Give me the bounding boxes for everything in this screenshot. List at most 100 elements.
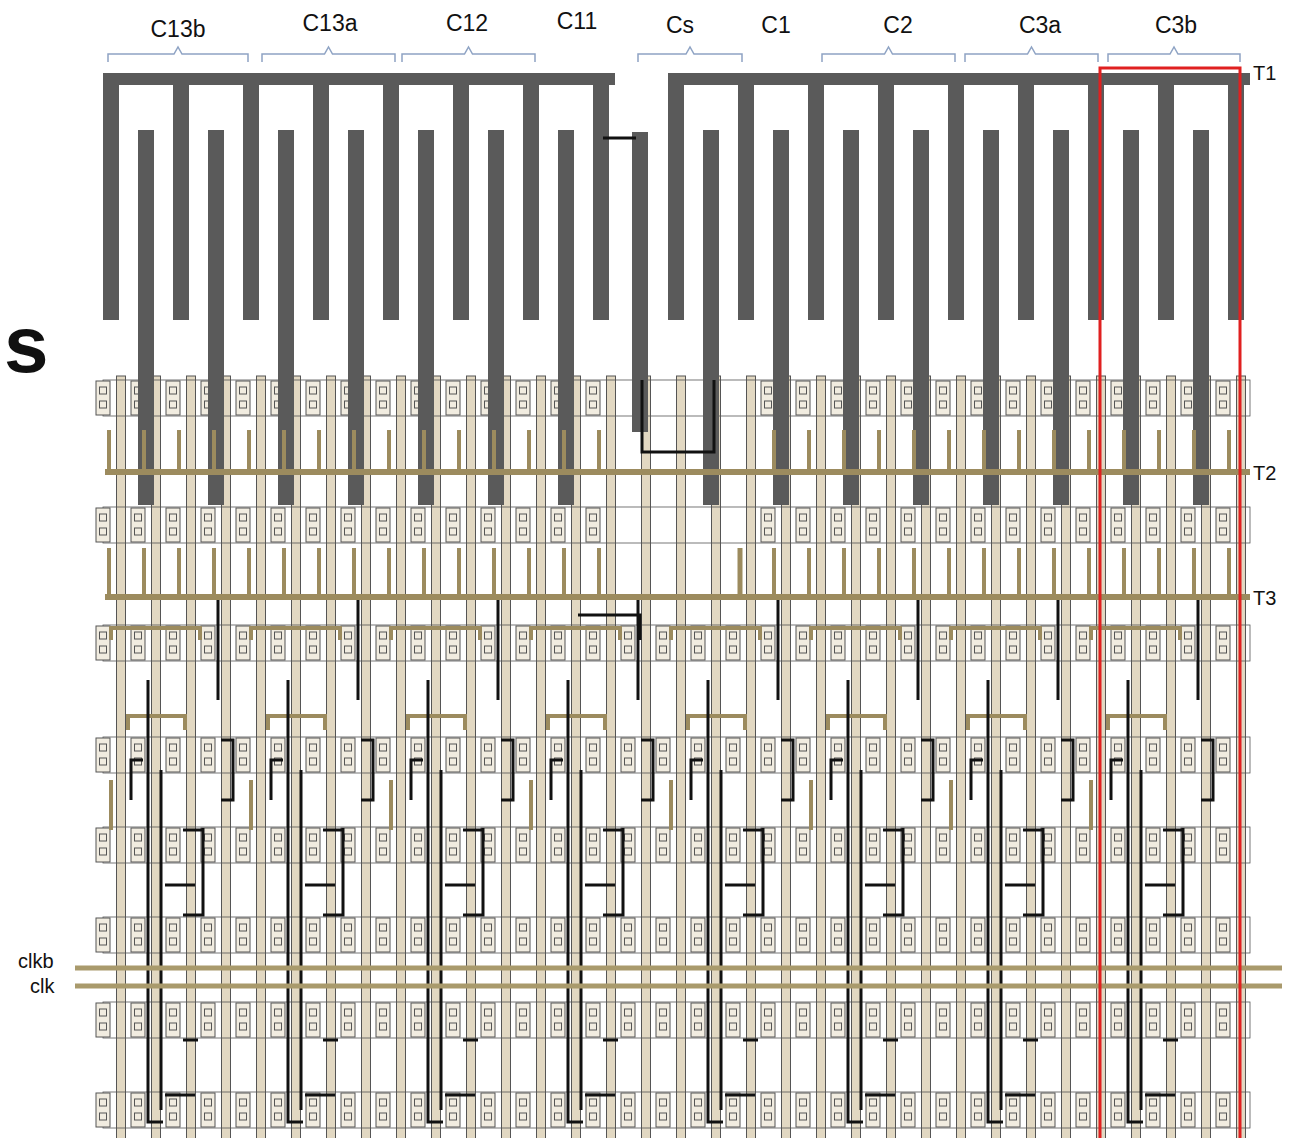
contact bbox=[376, 738, 390, 772]
contact bbox=[411, 626, 425, 660]
lower-finger bbox=[773, 130, 789, 505]
contact bbox=[271, 1093, 285, 1127]
contact bbox=[586, 918, 600, 952]
contact bbox=[691, 738, 705, 772]
contact bbox=[236, 1003, 250, 1037]
contact bbox=[1111, 738, 1125, 772]
label: clkb bbox=[18, 951, 54, 971]
contact bbox=[831, 508, 845, 542]
diffusion-row bbox=[103, 625, 1250, 661]
contact bbox=[201, 738, 215, 772]
contact bbox=[446, 626, 460, 660]
contact bbox=[831, 626, 845, 660]
contact bbox=[761, 738, 775, 772]
contact bbox=[761, 918, 775, 952]
contact bbox=[201, 918, 215, 952]
contact bbox=[1146, 918, 1160, 952]
contact bbox=[691, 918, 705, 952]
contact bbox=[726, 1003, 740, 1037]
gate-strip bbox=[607, 376, 616, 1138]
contact bbox=[936, 918, 950, 952]
label: T1 bbox=[1253, 63, 1276, 83]
bracket bbox=[108, 47, 248, 62]
contact bbox=[761, 381, 775, 415]
contact bbox=[551, 626, 565, 660]
gate-strip bbox=[327, 376, 336, 1138]
contact bbox=[901, 508, 915, 542]
contact bbox=[936, 738, 950, 772]
contact bbox=[236, 626, 250, 660]
contact bbox=[166, 738, 180, 772]
contact bbox=[271, 738, 285, 772]
contact bbox=[446, 918, 460, 952]
contact bbox=[1181, 738, 1195, 772]
contact bbox=[411, 918, 425, 952]
contact bbox=[481, 1003, 495, 1037]
contact bbox=[271, 918, 285, 952]
contact bbox=[726, 828, 740, 862]
contact bbox=[376, 508, 390, 542]
contact bbox=[1006, 381, 1020, 415]
gate-strip bbox=[257, 376, 266, 1138]
contact bbox=[1146, 1003, 1160, 1037]
contact bbox=[761, 508, 775, 542]
contact bbox=[1041, 1003, 1055, 1037]
contact bbox=[1041, 738, 1055, 772]
contact bbox=[831, 738, 845, 772]
contact bbox=[1181, 918, 1195, 952]
contact bbox=[376, 1003, 390, 1037]
contact bbox=[236, 828, 250, 862]
contact bbox=[1006, 508, 1020, 542]
contact bbox=[726, 918, 740, 952]
contact bbox=[1146, 508, 1160, 542]
contact bbox=[971, 918, 985, 952]
label: T3 bbox=[1253, 588, 1276, 608]
contact bbox=[1216, 1003, 1230, 1037]
contact bbox=[1041, 508, 1055, 542]
contact bbox=[656, 828, 670, 862]
contact bbox=[1076, 508, 1090, 542]
label: C11 bbox=[557, 10, 598, 33]
contact bbox=[656, 626, 670, 660]
contact bbox=[726, 626, 740, 660]
contact bbox=[1181, 508, 1195, 542]
contact bbox=[96, 1003, 110, 1037]
bracket bbox=[638, 47, 742, 62]
contact bbox=[166, 626, 180, 660]
contact bbox=[131, 1003, 145, 1037]
upper-finger bbox=[1088, 80, 1104, 320]
contact bbox=[1076, 1093, 1090, 1127]
contact bbox=[656, 918, 670, 952]
upper-finger bbox=[383, 80, 399, 320]
contact bbox=[831, 1093, 845, 1127]
label: C3a bbox=[1019, 14, 1061, 37]
contact bbox=[1041, 381, 1055, 415]
contact bbox=[831, 381, 845, 415]
contact bbox=[901, 738, 915, 772]
contact bbox=[866, 828, 880, 862]
contact bbox=[586, 828, 600, 862]
contact bbox=[1111, 626, 1125, 660]
lower-finger bbox=[1193, 130, 1209, 505]
contact bbox=[1041, 1093, 1055, 1127]
contact bbox=[656, 1003, 670, 1037]
contact bbox=[621, 1003, 635, 1037]
bracket bbox=[402, 47, 535, 62]
contact bbox=[1076, 1003, 1090, 1037]
contact bbox=[1006, 1003, 1020, 1037]
contact bbox=[1216, 626, 1230, 660]
contact bbox=[481, 508, 495, 542]
contact bbox=[866, 508, 880, 542]
lower-finger bbox=[488, 130, 504, 505]
contact bbox=[586, 1003, 600, 1037]
contact bbox=[1181, 1003, 1195, 1037]
contact bbox=[516, 828, 530, 862]
contact bbox=[866, 626, 880, 660]
gate-strip bbox=[537, 376, 546, 1138]
contact bbox=[446, 828, 460, 862]
contact bbox=[1006, 828, 1020, 862]
contact bbox=[341, 918, 355, 952]
gate-strip bbox=[887, 376, 896, 1138]
contact bbox=[691, 1003, 705, 1037]
contact bbox=[131, 508, 145, 542]
